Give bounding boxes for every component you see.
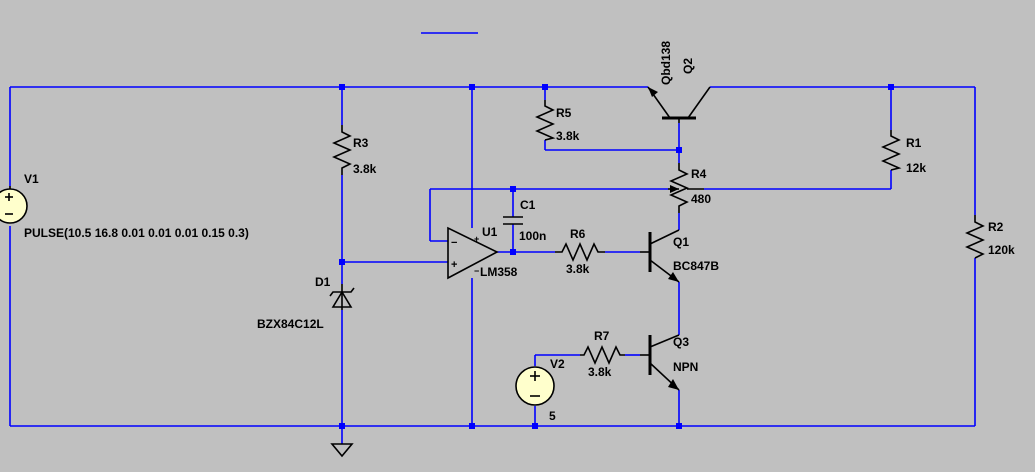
junctions	[339, 84, 894, 429]
resistor-icon	[555, 242, 605, 262]
resistor-icon	[965, 215, 985, 259]
q3-transistor[interactable]: Q3 NPN	[640, 334, 698, 391]
r2-resistor[interactable]: R2 120k	[965, 215, 1015, 259]
q2-value: Qbd138	[659, 41, 673, 85]
resistor-icon	[535, 100, 556, 141]
u1-value: LM358	[480, 265, 518, 279]
junction-dot	[339, 259, 345, 265]
junction-dot	[676, 423, 682, 429]
npn-transistor-icon	[640, 229, 680, 283]
d1-value: BZX84C12L	[257, 317, 324, 331]
q2-transistor[interactable]: Qbd138 Q2	[647, 41, 711, 123]
resistor-icon	[580, 345, 625, 365]
r5-value: 3.8k	[556, 129, 580, 143]
c1-capacitor[interactable]: C1 100n	[503, 198, 546, 243]
resistor-icon	[669, 163, 689, 213]
r6-value: 3.8k	[566, 262, 590, 276]
d1-name: D1	[315, 275, 331, 289]
junction-dot	[469, 84, 475, 90]
r1-resistor[interactable]: R1 12k	[881, 130, 926, 175]
v1-name: V1	[24, 172, 39, 186]
r1-name: R1	[906, 136, 922, 150]
v2-name: V2	[550, 357, 565, 371]
wires	[9, 32, 976, 444]
opamp-minus-sign: −	[451, 237, 457, 249]
voltage-source-icon	[515, 366, 555, 406]
r4-name: R4	[691, 167, 707, 181]
r6-resistor[interactable]: R6 3.8k	[555, 227, 605, 276]
r5-resistor[interactable]: R5 3.8k	[535, 100, 580, 143]
r3-resistor[interactable]: R3 3.8k	[332, 125, 377, 176]
junction-dot	[339, 423, 345, 429]
r2-value: 120k	[988, 243, 1015, 257]
resistor-icon	[881, 130, 902, 171]
u1-name: U1	[482, 225, 498, 239]
r7-resistor[interactable]: R7 3.8k	[580, 329, 625, 379]
u1-opamp[interactable]: − + + − U1 LM358	[447, 225, 518, 280]
q1-value: BC847B	[673, 259, 719, 273]
capacitor-icon	[503, 216, 523, 225]
v2-source[interactable]: V2 5	[515, 357, 565, 423]
junction-dot	[469, 423, 475, 429]
r7-value: 3.8k	[588, 365, 612, 379]
v1-value: PULSE(10.5 16.8 0.01 0.01 0.01 0.15 0.3)	[24, 226, 249, 240]
v2-value: 5	[549, 409, 556, 423]
opamp-vminus-sign: −	[474, 266, 479, 276]
npn-transistor-icon	[640, 334, 680, 391]
junction-dot	[510, 249, 516, 255]
c1-name: C1	[520, 198, 536, 212]
junction-dot	[676, 147, 682, 153]
opamp-plus-sign: +	[451, 259, 457, 271]
junction-dot	[888, 84, 894, 90]
ground-symbol	[330, 443, 354, 458]
q1-transistor[interactable]: Q1 BC847B	[640, 229, 719, 283]
r4-potentiometer[interactable]: R4 480	[668, 163, 711, 213]
q3-name: Q3	[673, 335, 689, 349]
d1-zener[interactable]: D1 BZX84C12L	[257, 275, 355, 331]
v1-source[interactable]: V1 PULSE(10.5 16.8 0.01 0.01 0.01 0.15 0…	[0, 172, 249, 240]
r5-name: R5	[556, 106, 572, 120]
r7-name: R7	[594, 329, 610, 343]
r3-name: R3	[353, 136, 369, 150]
q3-value: NPN	[673, 360, 698, 374]
junction-dot	[510, 186, 516, 192]
c1-value: 100n	[519, 229, 546, 243]
opamp-icon	[447, 226, 499, 280]
r1-value: 12k	[906, 161, 926, 175]
voltage-source-icon	[0, 188, 28, 224]
junction-dot	[339, 84, 345, 90]
zener-diode-icon	[329, 284, 355, 310]
ground-icon	[330, 443, 354, 458]
r4-value: 480	[691, 192, 711, 206]
q1-name: Q1	[673, 235, 689, 249]
r3-value: 3.8k	[353, 162, 377, 176]
opamp-vplus-sign: +	[474, 234, 479, 244]
junction-dot	[542, 84, 548, 90]
junction-dot	[532, 423, 538, 429]
resistor-icon	[332, 125, 352, 175]
q2-name: Q2	[681, 58, 695, 74]
pnp-transistor-icon	[647, 86, 711, 123]
r2-name: R2	[988, 220, 1004, 234]
r6-name: R6	[570, 227, 586, 241]
